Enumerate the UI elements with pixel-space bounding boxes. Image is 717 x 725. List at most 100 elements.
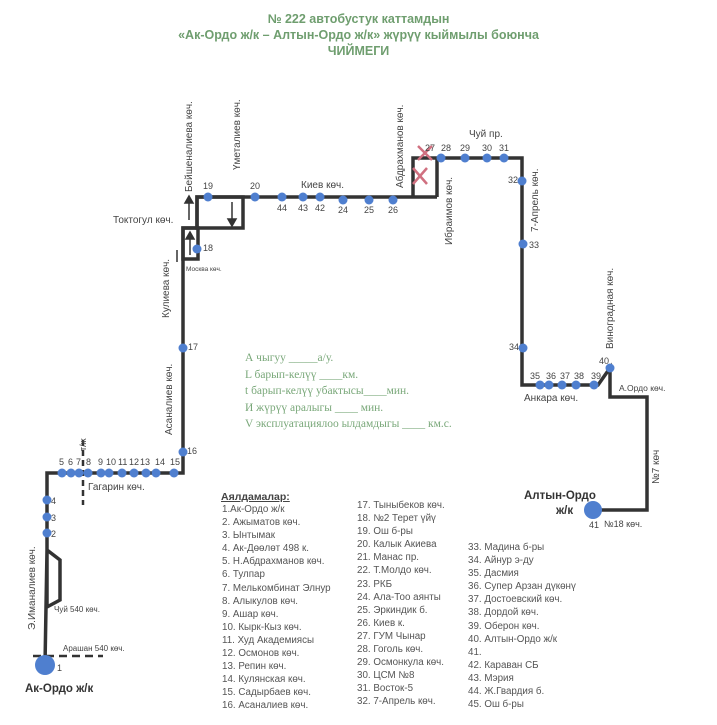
stop-number-label: 2 (51, 529, 57, 539)
stop-number-label: 3 (51, 513, 57, 523)
legend-item: 1.Ак-Ордо ж/к (222, 504, 285, 515)
stop-dot-6 (66, 468, 76, 478)
legend-item: 15. Садырбаев көч. (222, 687, 311, 699)
legend-item: 3. Ынтымак (222, 530, 275, 542)
stop-number-label: 26 (388, 205, 399, 215)
legend-item: 12. Осмонов көч. (222, 648, 300, 660)
stop-number-label: 15 (170, 457, 181, 467)
stop-dot-15 (169, 468, 179, 478)
street-label-abdrakhmanov: Абдрахманов көч. (395, 104, 406, 188)
stop-number-label: 6 (68, 457, 74, 467)
stop-number-label: 37 (560, 371, 571, 381)
stop-number-label: 18 (203, 243, 214, 253)
street-label-kulieva: Кулиева көч. (161, 258, 172, 318)
stop-dot-29 (460, 153, 470, 163)
stop-dot-31 (499, 153, 509, 163)
legend-item: 39. Оберон көч. (468, 620, 540, 632)
legend-item: 6. Тулпар (222, 569, 265, 581)
legend-item: 19. Ош б-ры (357, 526, 413, 538)
route-loop-umetaliev (195, 195, 245, 230)
stop-number-label: 4 (51, 496, 57, 506)
stop-dot-18 (192, 244, 202, 254)
stop-dot-36 (544, 380, 554, 390)
arrow-down-head-icon (226, 218, 238, 228)
stop-number-label: 29 (460, 143, 471, 153)
legend-item: 10. Кырк-Кыз көч. (222, 621, 302, 633)
legend-item: 18. №2 Терет үйү (357, 513, 436, 525)
closed-mark-icon (412, 167, 428, 185)
street-label-a-ordo: А.Ордо көч. (619, 383, 666, 393)
stop-dot-43 (298, 192, 308, 202)
legend-item: 25. Эркиндик б. (357, 604, 428, 616)
arrow-up-head-icon (183, 194, 195, 204)
stop-number-label: 44 (277, 203, 288, 213)
legend-item: 27. ГУМ Чынар (357, 630, 426, 642)
stop-dot-38 (571, 380, 581, 390)
terminal-altyn-ordo-sublabel: ж/к (556, 505, 574, 517)
stop-dot-13 (141, 468, 151, 478)
stop-number-label: 33 (529, 240, 540, 250)
legend-item: 8. Алыкулов көч. (222, 595, 299, 607)
street-label-moskva: Москва көч. (186, 266, 222, 273)
stop-dot-26 (388, 195, 398, 205)
stop-number-label: 19 (203, 181, 214, 191)
legend-item: 36. Супер Арзан дүкөнү (468, 581, 576, 593)
param-round-trip-time: t барып-келүү убактысы____мин. (245, 385, 410, 397)
legend-item: 16. Асаналиев көч. (222, 700, 309, 712)
route-parameters: А чыгуу _____а/у. L барып-келүү ____км. … (245, 350, 452, 433)
stop-number-label: 27 (425, 143, 436, 153)
street-label-ankara: Анкара көч. (524, 393, 579, 404)
legend-item: 24. Ала-Тоо аянты (357, 591, 441, 603)
stop-number-label: 36 (546, 371, 557, 381)
legend-item: 32. 7-Апрель көч. (357, 696, 436, 708)
legend-item: 38. Дордой көч. (468, 607, 539, 619)
legend-item: 28. Гоголь көч. (357, 644, 424, 656)
legend-item: 23. РКБ (357, 578, 393, 590)
stop-dot-19 (203, 192, 213, 202)
stop-dot-40 (605, 363, 615, 373)
legend-item: 44. Ж.Гвардия б. (468, 686, 545, 698)
stop-dot-25 (364, 195, 374, 205)
legend-item: 4. Ак-Дөөлөт 498 к. (222, 543, 309, 555)
legend-item: 11. Худ Академиясы (222, 634, 315, 646)
street-label-no18: №18 көч. (604, 519, 643, 529)
legend-item: 2. Ажыматов көч. (222, 517, 301, 529)
legend-title: Аялдамалар: (221, 491, 290, 503)
stop-dot-39 (589, 380, 599, 390)
stop-dot-8 (83, 468, 93, 478)
stop-number-label: 34 (509, 342, 520, 352)
legend-item: 34. Айнур э-ду (468, 555, 534, 567)
street-label-imanaliev: Э.Иманалиев көч. (27, 546, 38, 630)
legend-item: 37. Достоевский көч. (468, 594, 563, 606)
legend-item: 13. Репин көч. (222, 661, 287, 673)
legend-item: 7. Мелькомбинат Элнур (222, 582, 331, 594)
stop-dot-33 (518, 239, 528, 249)
stop-dot-9 (96, 468, 106, 478)
stop-number-label: 24 (338, 205, 349, 215)
title-line-2: «Ак-Ордо ж/к – Алтын-Ордо ж/к» жүрүү кый… (178, 28, 539, 42)
legend-item: 43. Мэрия (468, 672, 514, 684)
stop-number-label: 17 (188, 342, 199, 352)
legend-item: 9. Ашар көч. (222, 608, 279, 620)
street-label-chui-540: Чуй 540 көч. (54, 605, 100, 614)
stop-dot-2 (42, 528, 52, 538)
legend-item: 21. Манас пр. (357, 552, 420, 564)
legend-item: 14. Кулянская көч. (222, 674, 306, 686)
stop-dot-3 (42, 512, 52, 522)
stop-dot-12 (129, 468, 139, 478)
stop-number-label: 5 (59, 457, 65, 467)
stop-dot-5 (57, 468, 67, 478)
stop-number-label: 7 (76, 457, 82, 467)
stop-dot-4 (42, 495, 52, 505)
stop-number-label: 42 (315, 203, 326, 213)
stop-dot-32 (517, 176, 527, 186)
stop-number-label: 1 (57, 663, 63, 673)
legend-item: 41. (468, 646, 482, 658)
stop-dot-30 (482, 153, 492, 163)
legend-item: 33. Мадина б-ры (468, 542, 545, 553)
stop-number-label: 13 (140, 457, 151, 467)
stop-dot-28 (436, 153, 446, 163)
